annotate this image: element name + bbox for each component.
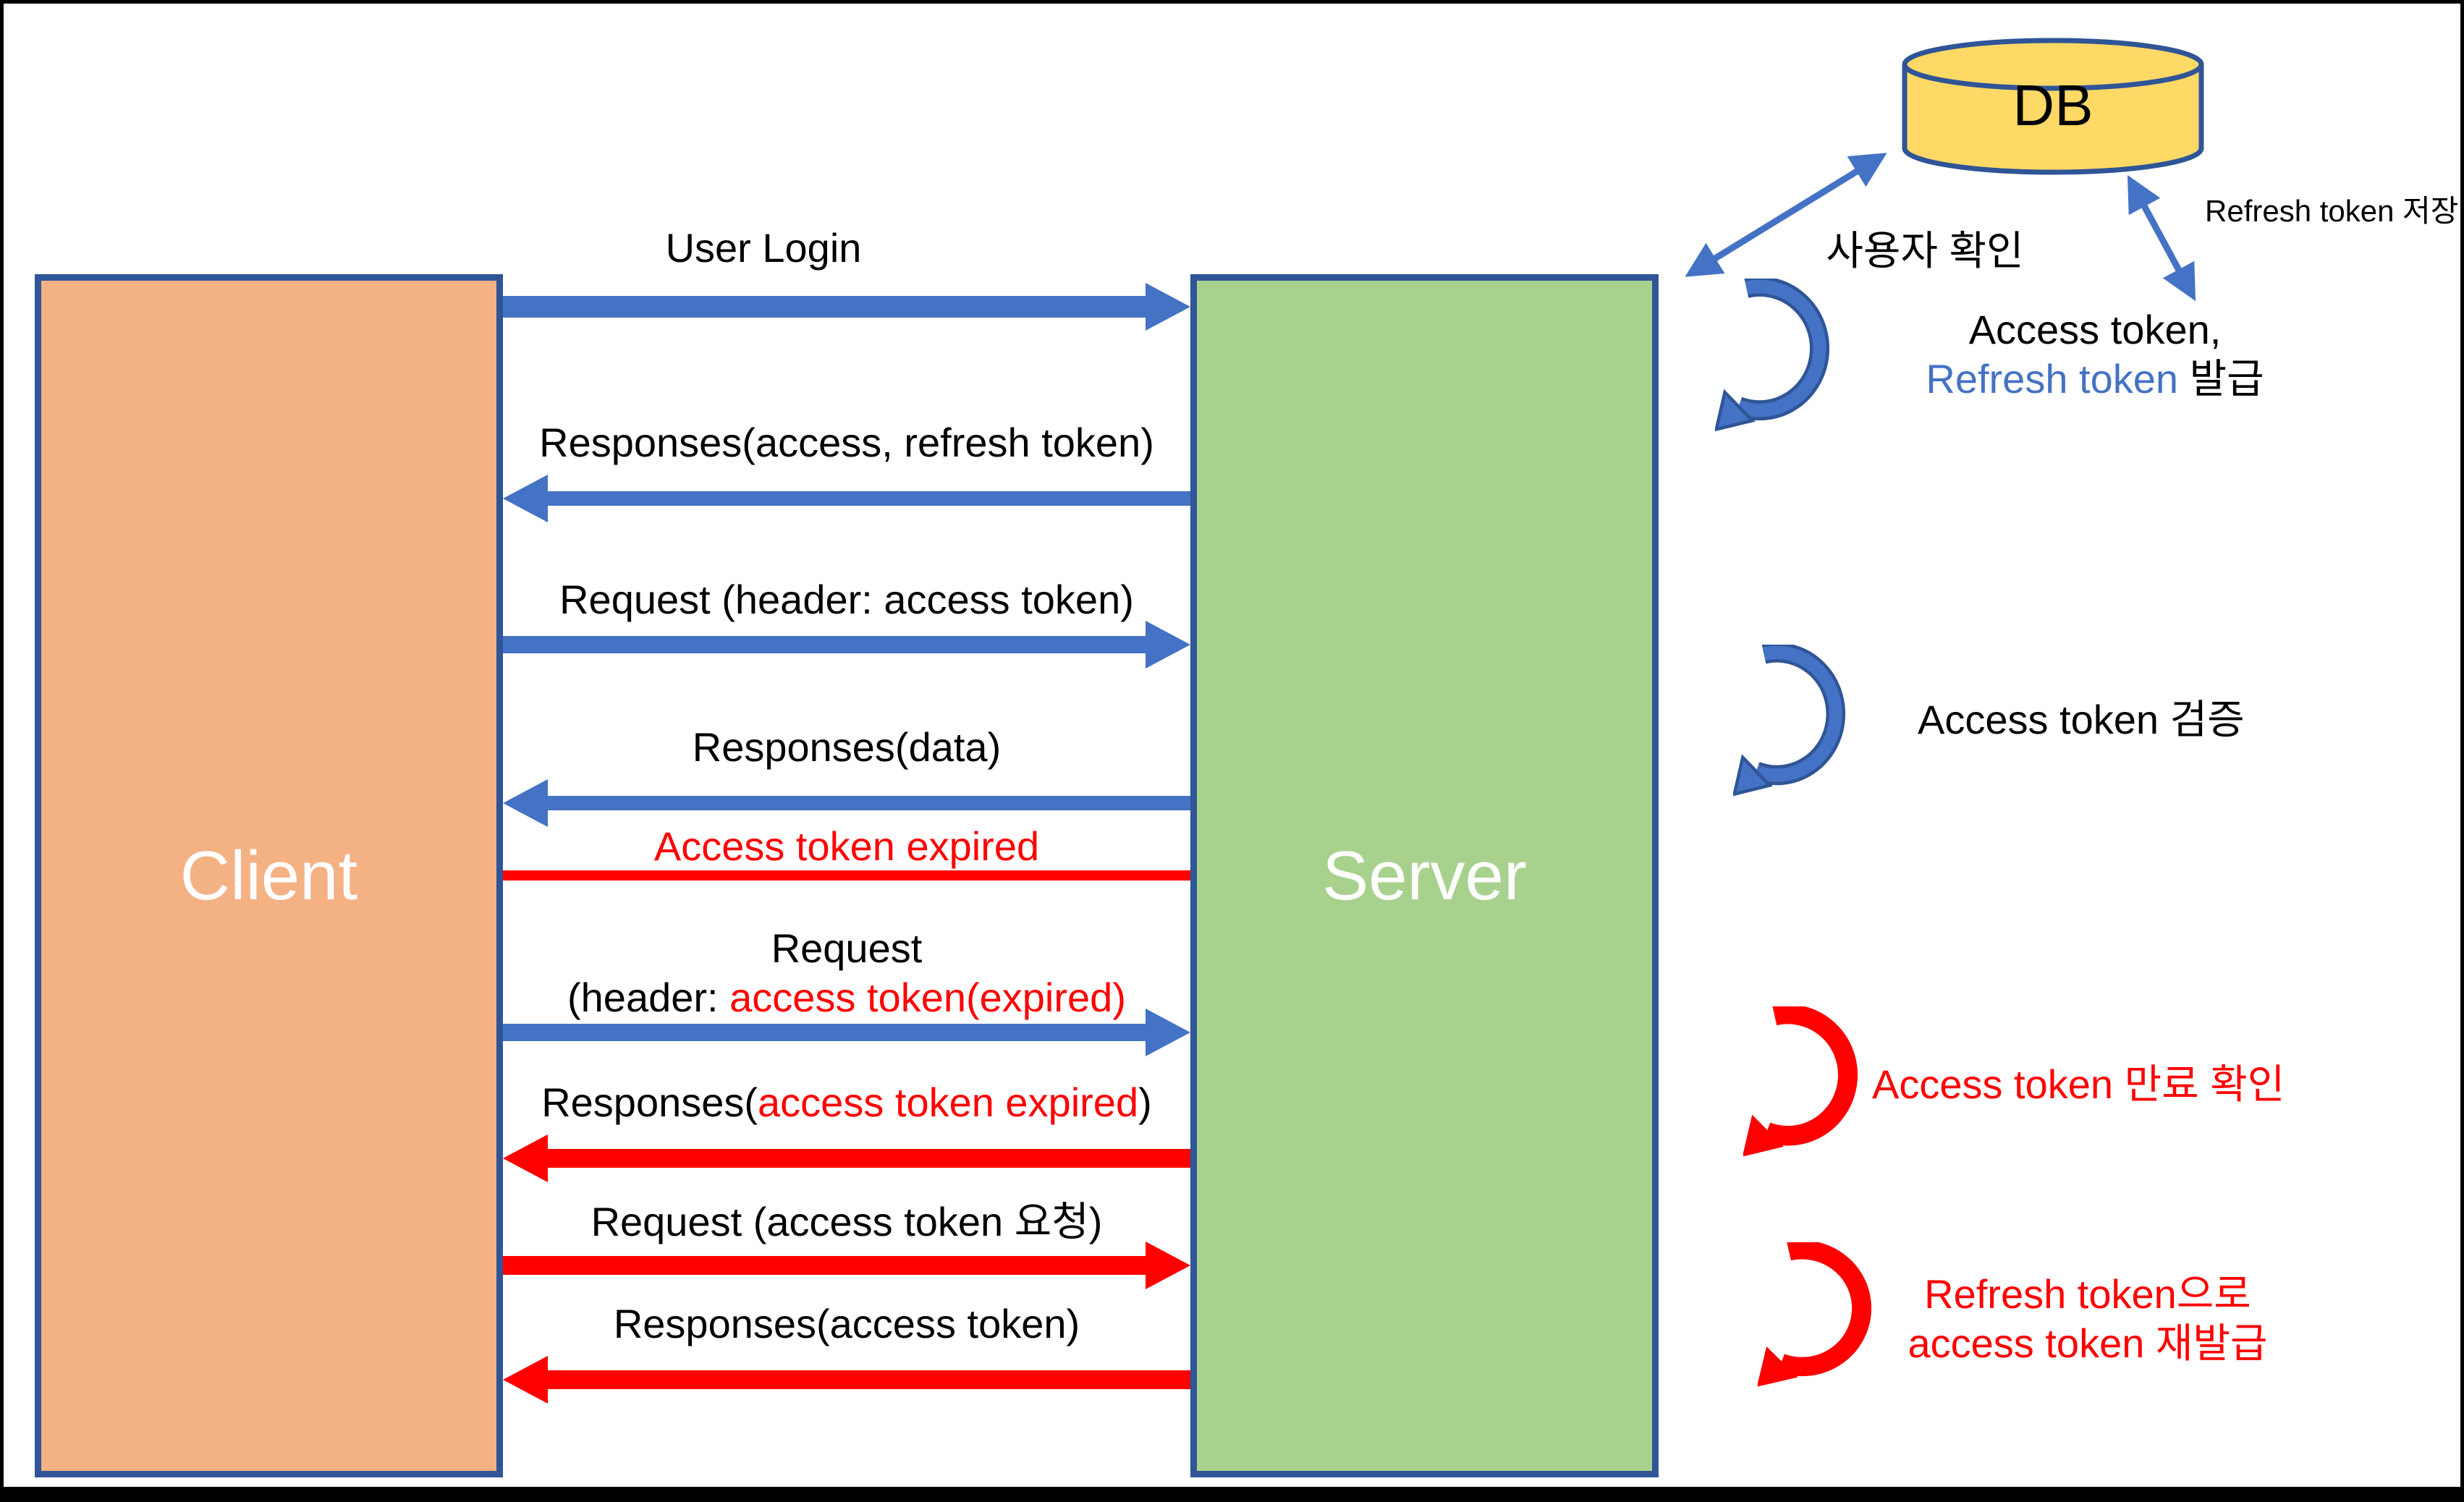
resp-tokens-arrow (503, 475, 1190, 522)
annotation-reissue: Refresh token으로 access token 재발급 (1885, 1270, 2290, 1368)
arrow-head (1146, 1242, 1190, 1289)
bottom-frame-bar (4, 1487, 2460, 1498)
reissue-curved-arrow-icon (1758, 1242, 1871, 1387)
arrow-bar (539, 1370, 1190, 1389)
message-resp-expired: Responses(access token expired) (503, 1078, 1190, 1127)
arrow-bar (503, 636, 1154, 653)
user-login-arrow (503, 283, 1190, 331)
arrow-head (503, 1134, 548, 1182)
message-resp-data: Responses(data) (692, 724, 1002, 770)
arrow-head (1146, 621, 1190, 669)
issue-line1: Access token, (1968, 307, 2222, 352)
annotation-expire-check: Access token 만료 확인 (1872, 1061, 2285, 1107)
arrow-head (503, 1356, 548, 1404)
issue-line2-rest: 발급 (2178, 356, 2264, 402)
annotation-token-issue: Access token, Refresh token 발급 (1900, 305, 2290, 404)
req-expired-arrow (503, 1009, 1190, 1056)
req-refresh-arrow (503, 1242, 1190, 1289)
db-label: DB (2012, 73, 2093, 137)
message-resp-access: Responses(access token) (613, 1301, 1080, 1346)
server-box: Server (1190, 274, 1659, 1477)
message-user-login: User Login (665, 225, 862, 271)
message-req-refresh: Request (access token 요청) (590, 1199, 1103, 1244)
client-box: Client (35, 274, 503, 1477)
server-process-curved-arrow-icon (1715, 279, 1829, 432)
server-db-double-arrow-icon (1685, 153, 1887, 277)
req-access-arrow (503, 621, 1190, 669)
annotation-verify: Access token 검증 (1918, 697, 2245, 742)
arrow-bar (539, 796, 1190, 810)
arrow-bar (539, 491, 1190, 506)
expire-check-curved-arrow-icon (1743, 1006, 1858, 1157)
req-expired-line1: Request (771, 925, 923, 971)
server-label: Server (1322, 836, 1527, 915)
resp-expired-suffix: ) (1138, 1079, 1152, 1125)
arrow-head (1146, 1009, 1190, 1056)
message-req-access: Request (header: access token) (559, 577, 1134, 622)
arrow-bar (503, 1024, 1154, 1041)
reissue-line2: access token 재발급 (1908, 1320, 2268, 1366)
resp-data-arrow (503, 779, 1190, 827)
resp-expired-red: access token expired (758, 1079, 1139, 1125)
message-req-expired: Request (header: access token(expired) (503, 924, 1190, 1022)
annotation-refresh-store: Refresh token 저장 (2205, 194, 2459, 228)
arrow-head (503, 475, 548, 522)
message-resp-tokens: Responses(access, refresh token) (539, 420, 1154, 465)
db-store-double-arrow-icon (2127, 174, 2196, 302)
client-label: Client (179, 836, 358, 915)
arrow-bar (503, 1256, 1154, 1275)
reissue-line1: Refresh token으로 (1924, 1271, 2251, 1317)
issue-line2-blue: Refresh token (1926, 356, 2179, 402)
req-expired-line2-red: access token(expired) (729, 975, 1126, 1020)
database-cylinder-icon (1902, 38, 2204, 175)
token-expired-line (503, 870, 1190, 881)
arrow-head (1146, 283, 1190, 331)
resp-expired-prefix: Responses( (541, 1079, 758, 1125)
arrow-bar (539, 1149, 1190, 1168)
arrow-head (503, 779, 548, 827)
message-token-expired: Access token expired (653, 823, 1040, 869)
annotation-user-check: 사용자 확인 (1826, 228, 2024, 273)
req-expired-line2-prefix: (header: (567, 975, 730, 1020)
verify-curved-arrow-icon (1733, 645, 1845, 797)
resp-access-arrow (503, 1356, 1190, 1404)
arrow-bar (503, 296, 1154, 318)
resp-expired-arrow (503, 1134, 1190, 1182)
